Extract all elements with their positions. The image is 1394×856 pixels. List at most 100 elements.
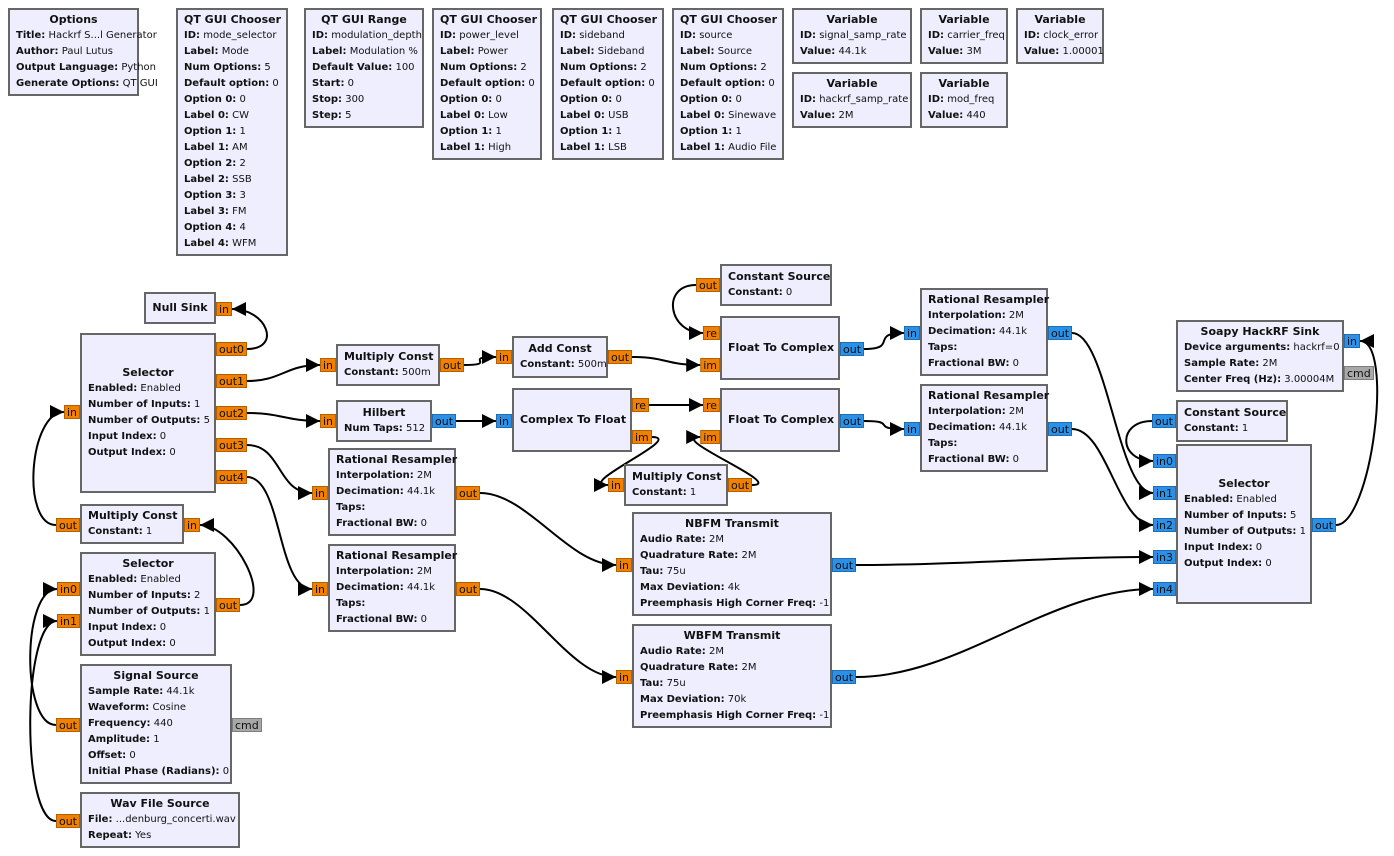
port-out[interactable]: out <box>55 518 80 532</box>
connection-wire[interactable] <box>864 420 904 436</box>
port-in[interactable]: in <box>184 518 201 532</box>
port-out[interactable]: out <box>608 350 633 364</box>
connection-wire[interactable] <box>856 582 1153 678</box>
port-out3[interactable]: out3 <box>216 438 248 452</box>
connection-wire[interactable] <box>480 492 616 572</box>
port-in[interactable]: in <box>615 558 632 572</box>
port-in[interactable]: in <box>216 302 233 316</box>
connection-wire[interactable] <box>29 614 58 822</box>
port-in[interactable]: in <box>607 478 624 492</box>
connection-wire[interactable] <box>246 476 313 596</box>
port-in[interactable]: in <box>63 405 80 419</box>
port-cmd[interactable]: cmd <box>232 718 262 732</box>
connection-wire[interactable] <box>247 412 320 428</box>
connection-wire[interactable] <box>632 356 701 372</box>
port-in[interactable]: in <box>311 582 328 596</box>
port-cmd[interactable]: cmd <box>1344 366 1374 380</box>
connection-wire[interactable] <box>32 405 65 526</box>
port-out[interactable]: out <box>440 358 465 372</box>
port-out[interactable]: out <box>840 342 865 356</box>
port-in[interactable]: in <box>615 670 632 684</box>
port-re[interactable]: re <box>702 326 720 340</box>
port-in3[interactable]: in3 <box>1152 550 1176 564</box>
port-out[interactable]: out <box>1312 518 1337 532</box>
port-in4[interactable]: in4 <box>1152 582 1176 596</box>
port-im[interactable]: im <box>632 430 652 444</box>
port-out[interactable]: out <box>832 670 857 684</box>
port-re[interactable]: re <box>702 398 720 412</box>
port-out[interactable]: out <box>728 478 753 492</box>
port-in[interactable]: in <box>495 350 512 364</box>
port-im[interactable]: im <box>700 358 720 372</box>
port-out[interactable]: out <box>832 558 857 572</box>
port-in[interactable]: in <box>1344 334 1361 348</box>
block-float-to-complex[interactable]: Float To Complex <box>720 388 840 452</box>
port-in1[interactable]: in1 <box>56 614 80 628</box>
port-out[interactable]: out <box>216 598 241 612</box>
port-out[interactable]: out <box>1048 422 1073 436</box>
port-out[interactable]: out <box>840 414 865 428</box>
port-im[interactable]: im <box>700 430 720 444</box>
port-out[interactable]: out <box>55 814 80 828</box>
connection-wire[interactable] <box>464 350 496 366</box>
block-float-to-complex[interactable]: Float To Complex <box>720 316 840 380</box>
connection-wire[interactable] <box>864 326 904 350</box>
port-out[interactable]: out <box>1151 414 1176 428</box>
connection-wire[interactable] <box>246 444 312 500</box>
port-in[interactable]: in <box>311 486 328 500</box>
connection-wire[interactable] <box>1071 332 1154 500</box>
port-out1[interactable]: out1 <box>216 374 248 388</box>
connection-wire[interactable] <box>480 588 616 684</box>
port-out0[interactable]: out0 <box>216 342 248 356</box>
port-out[interactable]: out <box>55 718 80 732</box>
connection-wire[interactable] <box>247 358 320 382</box>
port-in[interactable]: in <box>319 358 336 372</box>
port-out[interactable]: out <box>432 414 457 428</box>
port-in2[interactable]: in2 <box>1152 518 1176 532</box>
port-in0[interactable]: in0 <box>1152 454 1176 468</box>
connection-wire[interactable] <box>856 550 1153 566</box>
port-in[interactable]: in <box>903 326 920 340</box>
block-complex-to-float[interactable]: Complex To Float <box>512 388 632 452</box>
connection-wire[interactable] <box>1071 428 1154 532</box>
block-null-sink[interactable]: Null Sink <box>144 292 216 324</box>
port-out[interactable]: out <box>456 582 481 596</box>
port-out2[interactable]: out2 <box>216 406 248 420</box>
port-in0[interactable]: in0 <box>56 582 80 596</box>
port-in1[interactable]: in1 <box>1152 486 1176 500</box>
port-out[interactable]: out <box>456 486 481 500</box>
connection-wire[interactable] <box>1125 420 1153 468</box>
connection-wire[interactable] <box>29 582 58 726</box>
